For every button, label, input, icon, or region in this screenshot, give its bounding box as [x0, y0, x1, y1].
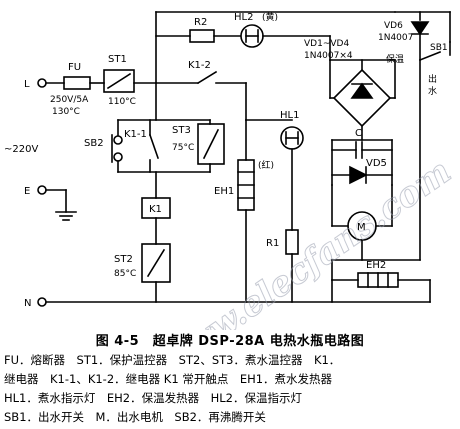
terminal-L — [37, 78, 47, 88]
label-eh2: EH2 — [366, 260, 386, 271]
label-bridge: VD1~VD4 — [304, 39, 349, 49]
label-r2: R2 — [194, 17, 207, 28]
fuse-fu — [63, 76, 91, 90]
label-st3-temp: 75°C — [172, 143, 194, 153]
label-keep-warm: 保温 — [386, 53, 404, 65]
button-sb2 — [113, 135, 123, 145]
caption-line: 继电器 K1-1、K1-2．继电器 K1 常开触点 EH1．煮水发热器 — [4, 372, 333, 386]
label-vd6: VD6 — [384, 21, 403, 31]
label-fu-temp: 130°C — [52, 107, 80, 117]
terminal-E — [37, 185, 47, 195]
label-st1: ST1 — [108, 54, 127, 65]
caption-line: SB1．出水开关 M．出水电机 SB2．再沸腾开关 — [4, 410, 266, 424]
label-sb1-out: 出 — [428, 73, 437, 85]
contact-k1-2 — [196, 70, 218, 85]
label-hl1: HL1 — [280, 110, 299, 121]
circuit-diagram: www.elecfans.com L E N ~220V FU 250V/5A … — [4, 11, 459, 330]
label-fu: FU — [68, 62, 81, 73]
label-sb2: SB2 — [84, 138, 104, 149]
label-fu-rating: 250V/5A — [50, 95, 89, 105]
label-terminal-N: N — [24, 298, 31, 309]
diode-vd5 — [349, 165, 368, 185]
label-k1-coil: K1 — [149, 204, 162, 215]
thermostat-st1 — [103, 69, 135, 93]
label-sb1-water: 水 — [428, 85, 437, 97]
label-bridge-part: 1N4007×4 — [304, 51, 353, 61]
contact-k1-1 — [148, 133, 160, 160]
label-r1: R1 — [266, 238, 279, 249]
label-hl2-color: (黄) — [262, 11, 278, 23]
label-vd5: VD5 — [366, 158, 387, 169]
figure-caption: 图 4-5 超卓牌 DSP-28A 电热水瓶电路图 FU．熔断器 ST1．保护温… — [4, 330, 456, 427]
label-terminal-L: L — [24, 79, 30, 90]
label-vd6-part: 1N4007 — [378, 33, 413, 43]
label-st2: ST2 — [114, 254, 133, 265]
label-st3: ST3 — [172, 125, 191, 136]
caption-line: FU．熔断器 ST1．保护温控器 ST2、ST3．煮水温控器 K1． — [4, 353, 341, 367]
diode-vd6 — [410, 21, 430, 36]
label-terminal-E: E — [24, 186, 30, 197]
label-m: M — [357, 222, 366, 233]
label-hl1-color: (红) — [258, 159, 274, 171]
terminal-N — [37, 297, 47, 307]
label-sb1: SB1 — [430, 43, 448, 53]
label-eh1: EH1 — [214, 186, 234, 197]
thermostat-st3 — [197, 123, 225, 165]
resistor-r2 — [189, 29, 215, 43]
label-k1-1: K1-1 — [124, 129, 147, 140]
caption-title: 图 4-5 超卓牌 DSP-28A 电热水瓶电路图 — [95, 334, 365, 349]
label-mains: ~220V — [4, 144, 38, 155]
switch-sb1 — [418, 50, 442, 62]
label-st1-temp: 110°C — [108, 97, 136, 107]
label-k1-2: K1-2 — [188, 60, 211, 71]
label-st2-temp: 85°C — [114, 269, 136, 279]
watermark: www.elecfans.com — [153, 151, 458, 330]
label-hl2: HL2 — [234, 12, 253, 23]
label-c: C — [355, 128, 362, 139]
caption-line: HL1．煮水指示灯 EH2．保温发热器 HL2．保温指示灯 — [4, 391, 302, 405]
